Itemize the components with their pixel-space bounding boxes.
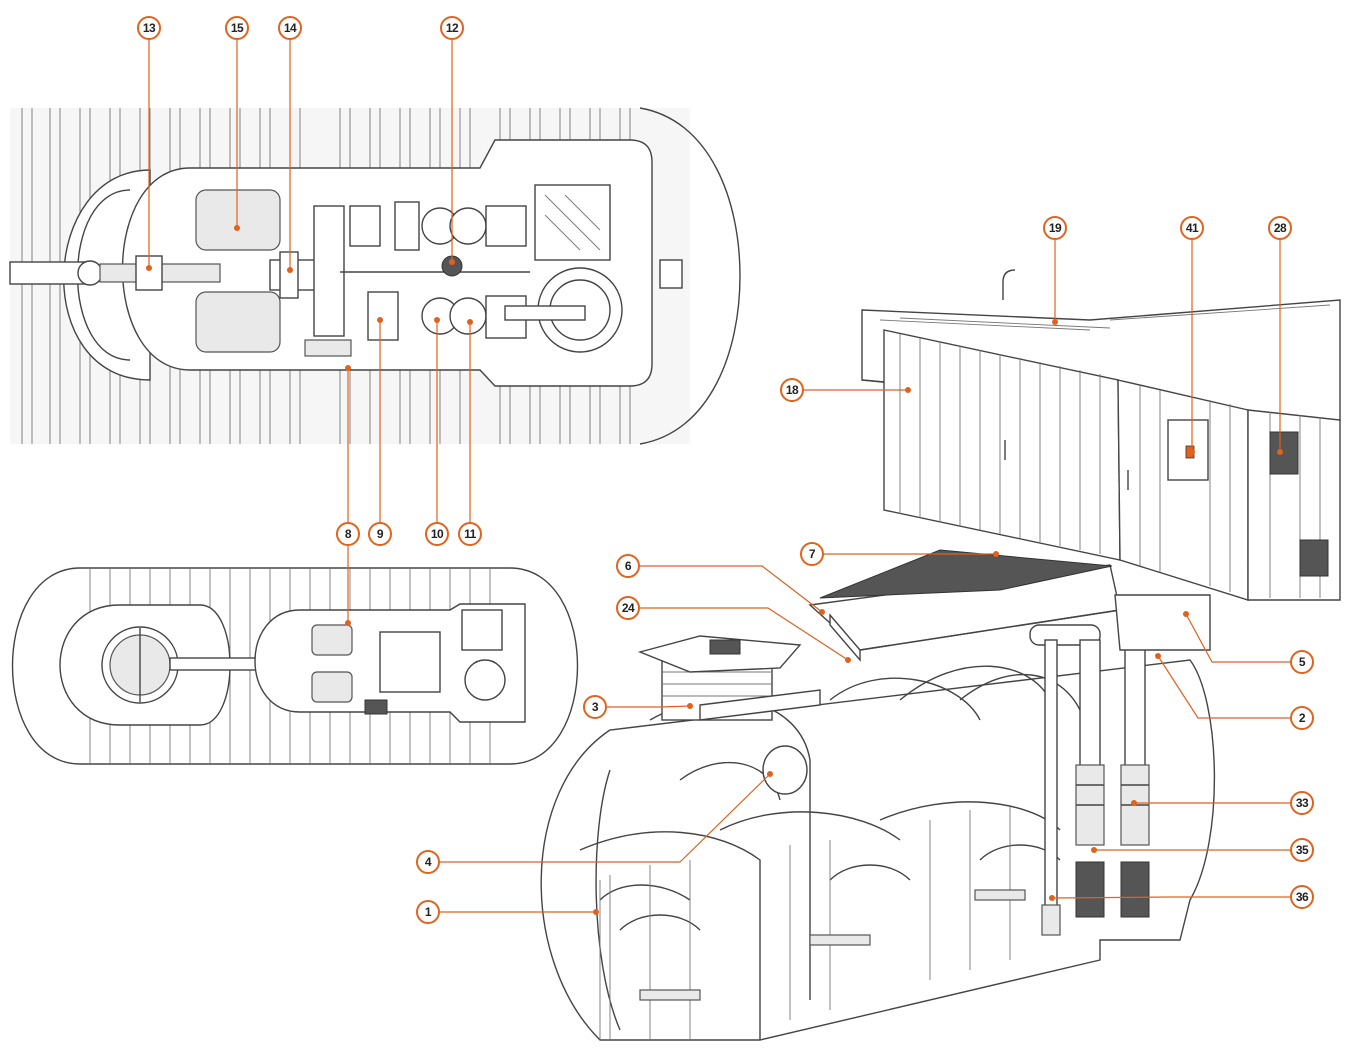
- vent-grille-upper: [1269, 431, 1299, 475]
- callout-11: 11: [458, 522, 482, 546]
- leader-lines: [146, 40, 1290, 915]
- callout-8: 8: [336, 522, 360, 546]
- callout-10: 10: [425, 522, 449, 546]
- riser-pipes: [1075, 639, 1150, 918]
- callout-3: 3: [583, 695, 607, 719]
- callout-18: 18: [780, 378, 804, 402]
- callout-28: 28: [1268, 216, 1292, 240]
- housing-cabinet: [861, 269, 1341, 601]
- callout-35: 35: [1290, 838, 1314, 862]
- callout-24: 24: [616, 596, 640, 620]
- callout-33: 33: [1290, 791, 1314, 815]
- callout-12: 12: [440, 16, 464, 40]
- float-ball: [762, 745, 808, 795]
- callout-7: 7: [800, 542, 824, 566]
- top-view-small: [11, 567, 579, 765]
- callout-2: 2: [1290, 706, 1314, 730]
- vent-grille-lower: [1299, 539, 1329, 577]
- callout-6: 6: [616, 554, 640, 578]
- callout-9: 9: [368, 522, 392, 546]
- callout-5: 5: [1290, 650, 1314, 674]
- callout-4: 4: [416, 850, 440, 874]
- callout-14: 14: [278, 16, 302, 40]
- pressure-vessel-bottom: [195, 291, 281, 353]
- top-view-large: [9, 107, 741, 445]
- pump-row-upper: [349, 201, 527, 251]
- tank-3d: [540, 624, 1216, 1041]
- callout-19: 19: [1043, 216, 1067, 240]
- callout-41: 41: [1180, 216, 1204, 240]
- callout-13: 13: [137, 16, 161, 40]
- callout-36: 36: [1290, 885, 1314, 909]
- callout-15: 15: [225, 16, 249, 40]
- pressure-vessel-top: [195, 189, 281, 251]
- callout-1: 1: [416, 900, 440, 924]
- pump-row-lower: [367, 291, 527, 341]
- grating-frame: [808, 549, 1211, 662]
